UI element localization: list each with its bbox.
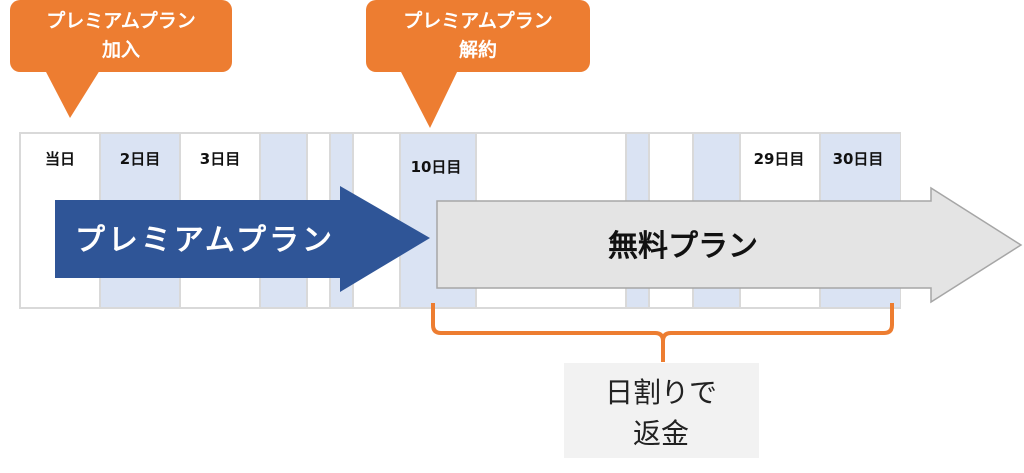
day-label: 30日目 bbox=[833, 150, 884, 168]
day-label: 29日目 bbox=[754, 150, 805, 168]
callout-cancel-line2: 解約 bbox=[459, 38, 497, 61]
day-label: 3日目 bbox=[200, 150, 240, 168]
callout-cancel: プレミアムプラン 解約 bbox=[366, 0, 590, 128]
day-label: 2日目 bbox=[120, 150, 160, 168]
callout-join: プレミアムプラン 加入 bbox=[10, 0, 232, 118]
refund-note: 日割りで 返金 bbox=[564, 363, 759, 458]
free-plan-label: 無料プラン bbox=[608, 229, 758, 264]
callout-cancel-line1: プレミアムプラン bbox=[403, 9, 553, 32]
refund-range-brace bbox=[431, 303, 894, 362]
callout-join-line1: プレミアムプラン bbox=[46, 9, 196, 32]
premium-plan-label: プレミアムプラン bbox=[75, 223, 335, 258]
day-label: 当日 bbox=[45, 150, 75, 168]
free-plan-arrow: 無料プラン bbox=[436, 186, 1023, 304]
day-label: 10日目 bbox=[411, 158, 462, 176]
premium-plan-arrow: プレミアムプラン bbox=[55, 186, 430, 292]
refund-note-line2: 返金 bbox=[633, 417, 689, 450]
refund-note-line1: 日割りで bbox=[605, 376, 717, 409]
callout-join-line2: 加入 bbox=[101, 39, 140, 61]
